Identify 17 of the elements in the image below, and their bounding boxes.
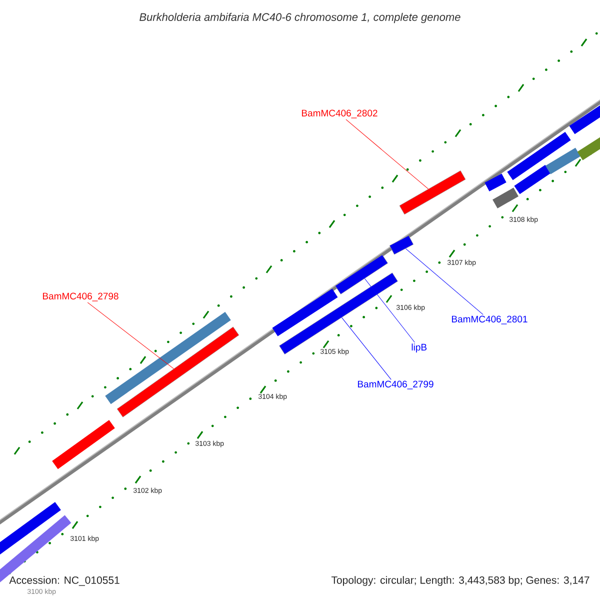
gene-label: lipB (412, 344, 427, 352)
gene-label: BamMC406_2801 (452, 316, 528, 324)
leader-line (87, 302, 174, 369)
genome-info-text: Topology: circular; Length: 3,443,583 bp; Genes: 3,147 (331, 576, 590, 586)
leader-line (342, 317, 392, 380)
gene-label: BamMC406_2802 (302, 110, 378, 118)
gene-label: BamMC406_2798 (42, 292, 118, 302)
gene-bar (399, 170, 466, 215)
gene-bar (335, 254, 388, 294)
leader-line (364, 278, 415, 343)
gene-bar (389, 235, 414, 255)
gene-bar (116, 326, 240, 418)
gene-label: BamMC406_2799 (358, 380, 434, 390)
leader-line (346, 119, 429, 190)
leader-line (406, 248, 484, 315)
title: Burkholderia ambifaria MC40-6 chromosome 1, complete genome (140, 12, 460, 24)
accession-text: Accession: NC_010551 (9, 576, 120, 586)
